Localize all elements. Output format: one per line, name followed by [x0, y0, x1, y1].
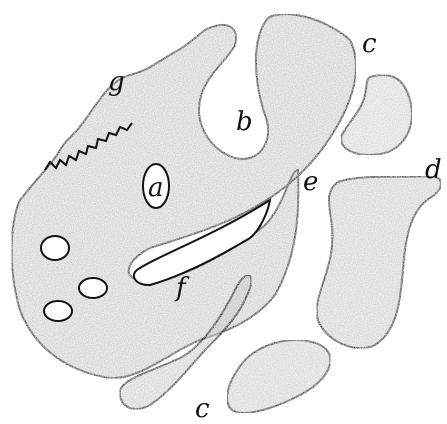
region-bottom-blob [227, 340, 330, 413]
label-a: a [148, 173, 164, 203]
hole-2 [79, 278, 107, 298]
label-b: b [236, 107, 253, 137]
label-c-top: c [362, 29, 377, 59]
label-d: d [425, 155, 442, 185]
hole-3 [44, 301, 72, 321]
region-d [317, 176, 441, 348]
hole-1 [41, 236, 69, 260]
label-c-bottom: c [195, 394, 210, 424]
label-e: e [303, 167, 318, 197]
label-g: g [108, 67, 125, 97]
